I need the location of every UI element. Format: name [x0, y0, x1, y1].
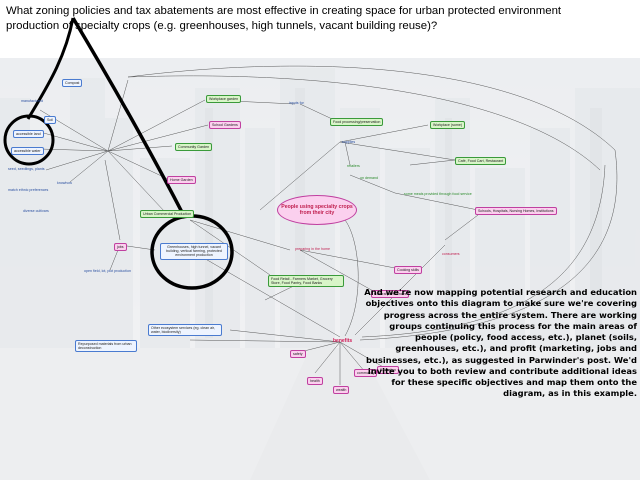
node-retailers[interactable]: retailers — [347, 164, 360, 168]
node-other-ecosystem[interactable]: Other ecosystem services (eg. clean air,… — [148, 324, 222, 337]
caption-text: And we're now mapping potential research… — [364, 287, 637, 399]
node-match-ethnic[interactable]: match ethnic preferences — [8, 188, 49, 192]
node-food-processing[interactable]: Food processing/preservation — [330, 118, 384, 127]
node-manufactured[interactable]: manufactured — [21, 99, 43, 103]
node-seed[interactable]: seed, seedlings, plants — [8, 167, 45, 171]
node-supplies[interactable]: supplies — [342, 140, 356, 144]
node-community[interactable]: community — [354, 369, 378, 378]
node-accessible-land[interactable]: accessible land — [13, 130, 44, 139]
node-soil[interactable]: Soil — [44, 116, 56, 125]
node-school-gardens[interactable]: School Gardens — [209, 121, 241, 130]
node-workplace-garden[interactable]: Workplace garden — [206, 95, 242, 104]
node-consumers[interactable]: consumers — [442, 252, 460, 256]
node-some-meals[interactable]: some meals provided through food service — [404, 192, 472, 196]
node-wealth[interactable]: wealth — [333, 386, 350, 395]
node-health[interactable]: health — [307, 377, 323, 386]
node-urban-commercial[interactable]: Urban Commercial Production — [140, 210, 195, 219]
node-food-retail[interactable]: Food Retail - Farmers Market, Grocery St… — [268, 275, 344, 288]
node-accessible-water[interactable]: accessible water — [11, 147, 44, 156]
node-education[interactable]: Education — [377, 366, 399, 375]
node-home-garden[interactable]: Home Garden — [167, 176, 196, 185]
node-knowhow[interactable]: knowhow — [57, 181, 72, 185]
city-background-photo — [0, 58, 640, 480]
page-title: What zoning policies and tax abatements … — [6, 5, 562, 32]
node-people-using-specialty-crops[interactable]: People using specialty crops from their … — [277, 195, 357, 225]
node-on-demand[interactable]: on demand — [360, 176, 378, 180]
node-cooking-skills[interactable]: Cooking skills — [394, 266, 422, 275]
node-greenhouses[interactable]: Greenhouses, high tunnel, vacant buildin… — [160, 243, 228, 260]
node-community-garden[interactable]: Community Garden — [175, 143, 213, 152]
city-skyline-image — [0, 58, 640, 480]
node-repurposed[interactable]: Repurposed materials from urban deconstr… — [75, 340, 137, 353]
node-cafe[interactable]: Café, Food Cart, Restaurant — [455, 157, 507, 166]
node-jobs[interactable]: jobs — [114, 243, 127, 252]
node-cultural-preferences[interactable]: Cultural preferences — [371, 290, 410, 299]
node-compost[interactable]: Compost — [62, 79, 83, 88]
node-preparing[interactable]: preparing in the home — [295, 247, 330, 251]
node-benefits[interactable]: benefits — [333, 338, 353, 344]
node-schools[interactable]: Schools, Hospitals, Nursing Homes, Insti… — [475, 207, 557, 216]
node-open-field[interactable]: open field, lot, plot production — [84, 269, 131, 273]
node-diverse-cultivars[interactable]: diverse cultivars — [23, 209, 49, 213]
node-inputs-for[interactable]: inputs for — [289, 101, 304, 105]
pointer-line-right — [71, 17, 187, 219]
pointer-line-left — [26, 17, 75, 120]
node-workplace-some[interactable]: Workplace (some) — [430, 121, 466, 130]
node-safety[interactable]: safety — [290, 350, 306, 359]
